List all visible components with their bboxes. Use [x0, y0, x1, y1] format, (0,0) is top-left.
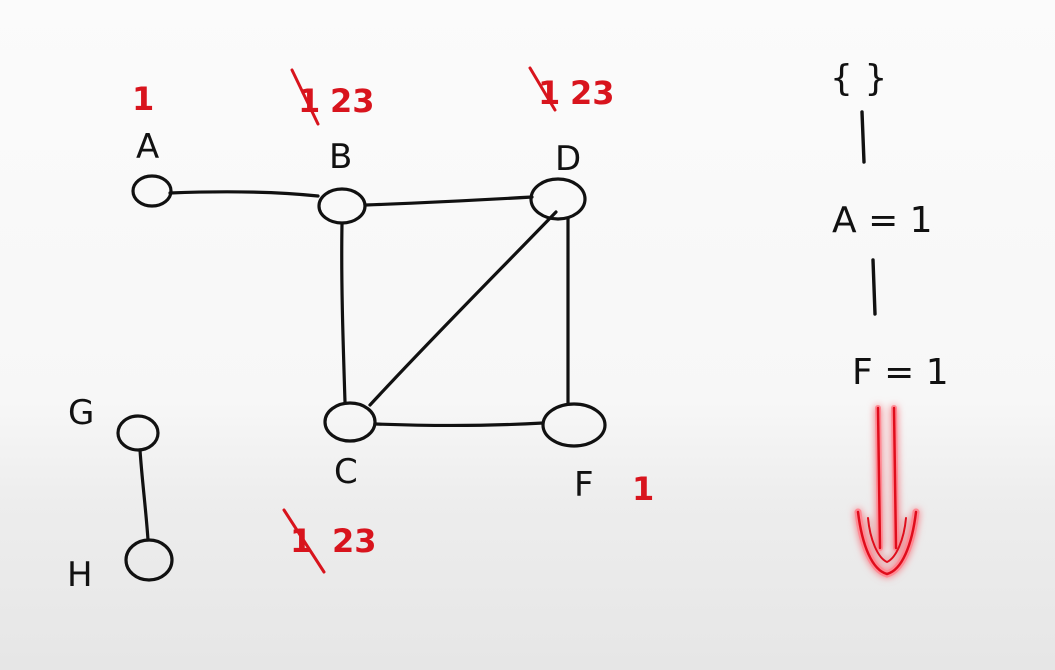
edge-a-b [168, 190, 320, 198]
stack-connector-1 [860, 110, 866, 164]
value-d: 23 [570, 74, 615, 112]
struck-value-d: 1 [538, 74, 560, 112]
node-label-h: H [67, 555, 93, 595]
strike-b [290, 68, 320, 126]
node-label-d: D [555, 139, 581, 179]
edge-c-d [368, 210, 558, 407]
strike-d [528, 66, 557, 112]
edge-c-f [374, 421, 545, 427]
node-label-g: G [68, 393, 94, 433]
stack-item-2: F = 1 [852, 352, 949, 393]
struck-value-c: 1 [290, 522, 312, 560]
node-h [124, 538, 174, 582]
value-c: 23 [332, 522, 377, 560]
node-f [541, 402, 607, 448]
down-arrow-icon [854, 405, 920, 578]
value-f: 1 [632, 470, 654, 508]
value-a: 1 [132, 80, 154, 118]
stack-connector-2 [871, 258, 877, 316]
node-label-f: F [574, 465, 594, 505]
strike-c [282, 508, 326, 574]
value-b: 23 [330, 82, 375, 120]
edge-g-h [138, 448, 150, 542]
node-d [529, 177, 587, 221]
node-label-c: C [334, 452, 358, 492]
node-g [116, 414, 160, 452]
edge-b-c [340, 222, 347, 404]
node-label-a: A [136, 127, 159, 167]
node-label-b: B [329, 137, 352, 177]
stack-top: { } [830, 58, 887, 99]
node-b [317, 187, 367, 225]
node-a [131, 174, 173, 208]
edge-b-d [364, 195, 534, 207]
stack-item-1: A = 1 [832, 200, 933, 241]
node-c [323, 401, 377, 443]
